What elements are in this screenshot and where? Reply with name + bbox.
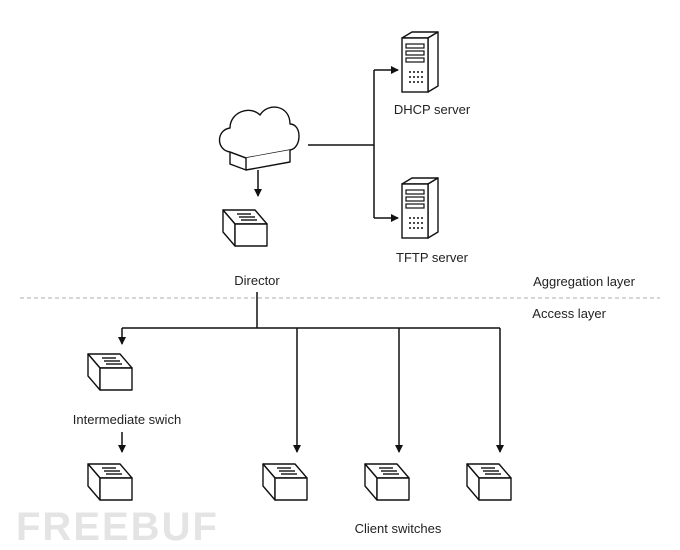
dhcp-server-label: DHCP server — [394, 102, 471, 117]
server-connector — [308, 66, 399, 222]
client-switch-icon — [466, 463, 512, 501]
dhcp-server-icon — [401, 31, 439, 93]
director-switch-icon — [222, 209, 268, 247]
tftp-server-icon — [401, 177, 439, 239]
client-switch-icon — [262, 463, 308, 501]
aggregation-layer-label: Aggregation layer — [533, 274, 636, 289]
tftp-server-label: TFTP server — [396, 250, 469, 265]
intermediate-switch-icon — [87, 353, 133, 391]
intermediate-switch-label: Intermediate swich — [73, 412, 181, 427]
client-switches-label: Client switches — [355, 521, 442, 536]
director-label: Director — [234, 273, 280, 288]
client-switch-icon — [364, 463, 410, 501]
access-connector — [118, 292, 504, 453]
cloud-icon — [218, 106, 300, 171]
access-layer-label: Access layer — [532, 306, 606, 321]
watermark: FREEBUF — [16, 505, 219, 549]
client-switch-icon — [87, 463, 133, 501]
